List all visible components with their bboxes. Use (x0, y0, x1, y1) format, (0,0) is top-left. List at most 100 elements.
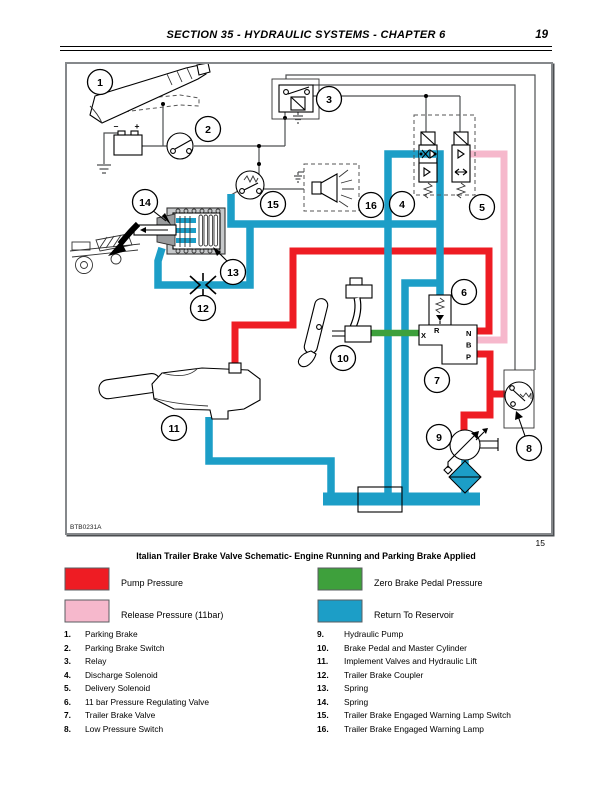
part-item: 15.Trailer Brake Engaged Warning Lamp Sw… (317, 710, 511, 720)
callout-12: 12 (189, 294, 217, 322)
svg-text:–: – (114, 121, 119, 131)
header-rule-top (60, 46, 552, 47)
reservoir (357, 486, 403, 513)
part-item: 5.Delivery Solenoid (64, 683, 151, 693)
legend-item-pump-pressure: Pump Pressure (64, 567, 183, 591)
legend-item-return-to-reservoir: Return To Reservoir (317, 599, 454, 623)
warning-lamp (303, 163, 360, 212)
svg-text:P: P (466, 353, 471, 362)
low-pressure-switch (503, 369, 535, 429)
electrical-wires (103, 74, 536, 370)
callout-11: 11 (160, 414, 188, 442)
page-number: 19 (535, 29, 548, 41)
callout-14: 14 (131, 188, 159, 216)
pump-pressure-lines (231, 247, 505, 431)
parts-list-left: 1.Parking Brake 2.Parking Brake Switch 3… (64, 629, 209, 737)
warning-lamp-switch (235, 170, 265, 200)
svg-text:7: 7 (434, 375, 440, 387)
part-item: 8.Low Pressure Switch (64, 723, 164, 734)
part-item: 11.Implement Valves and Hydraulic Lift (317, 656, 477, 666)
legend-swatch-red (64, 567, 110, 591)
callout-4: 4 (388, 190, 416, 218)
part-item: 7.Trailer Brake Valve (64, 710, 156, 720)
part-item: 10.Brake Pedal and Master Cylinder (317, 642, 467, 653)
svg-text:15: 15 (267, 199, 279, 211)
callout-16: 16 (357, 191, 385, 219)
legend-item-zero-brake-pedal-pressure: Zero Brake Pedal Pressure (317, 567, 483, 591)
svg-text:+: + (135, 121, 140, 131)
svg-text:B: B (466, 341, 472, 350)
implement-valves-lift (98, 362, 261, 420)
part-item: 6.11 bar Pressure Regulating Valve (64, 696, 209, 707)
svg-text:R: R (434, 326, 440, 335)
legend-label: Pump Pressure (121, 578, 184, 588)
figure-caption: Italian Trailer Brake Valve Schematic- E… (136, 551, 476, 561)
brake-pedal-master-cylinder (297, 277, 373, 368)
svg-text:2: 2 (205, 124, 211, 136)
part-item: 12.Trailer Brake Coupler (317, 669, 424, 680)
legend-swatch-pink (64, 599, 110, 623)
callout-15: 15 (259, 190, 287, 218)
svg-text:N: N (466, 329, 471, 338)
schematic-figure-frame: – + (65, 62, 553, 535)
svg-text:X: X (421, 331, 426, 340)
legend-label: Zero Brake Pedal Pressure (374, 578, 483, 588)
hydraulic-pump (443, 428, 499, 475)
part-item: 14.Spring (317, 696, 369, 707)
svg-text:8: 8 (526, 443, 532, 455)
svg-text:11: 11 (168, 423, 179, 435)
legend-label: Release Pressure (11bar) (121, 610, 224, 620)
relay (271, 78, 320, 120)
ground-symbols (97, 111, 303, 183)
filter-symbol (448, 460, 482, 494)
pressure-regulating-valve (428, 294, 452, 326)
parking-brake-lever (89, 64, 211, 124)
callout-7: 7 (423, 366, 451, 394)
svg-text:9: 9 (436, 432, 442, 444)
figure-number: 15 (535, 538, 545, 548)
svg-text:13: 13 (227, 267, 239, 279)
callout-arrows (151, 209, 526, 437)
parts-list-right: 9.Hydraulic Pump 10.Brake Pedal and Mast… (317, 629, 511, 737)
callout-6: 6 (450, 278, 478, 306)
svg-text:4: 4 (399, 199, 405, 211)
page-header-title: SECTION 35 - HYDRAULIC SYSTEMS - CHAPTER… (166, 29, 446, 41)
svg-text:12: 12 (197, 303, 209, 315)
hydraulic-schematic: – + (69, 64, 543, 513)
header-rule-bottom (60, 49, 552, 51)
svg-text:16: 16 (365, 200, 377, 212)
parking-brake-switch (166, 132, 194, 160)
legend-swatch-green (317, 567, 363, 591)
callout-2: 2 (194, 115, 222, 143)
part-item: 4.Discharge Solenoid (64, 669, 158, 680)
part-item: 9.Hydraulic Pump (317, 629, 404, 639)
callout-8: 8 (515, 434, 543, 462)
svg-text:3: 3 (326, 94, 332, 106)
part-item: 2.Parking Brake Switch (64, 642, 165, 653)
legend-swatch-teal (317, 599, 363, 623)
legend-item-release-pressure: Release Pressure (11bar) (64, 599, 223, 623)
callout-10: 10 (329, 344, 357, 372)
trailer-brake-valve: X R N B P (418, 324, 478, 365)
part-item: 16.Trailer Brake Engaged Warning Lamp (317, 723, 484, 734)
svg-text:6: 6 (461, 287, 467, 299)
battery: – + (113, 121, 143, 156)
part-item: 1.Parking Brake (64, 629, 138, 639)
legend-label: Return To Reservoir (374, 610, 454, 620)
callout-5: 5 (468, 193, 496, 221)
brake-valve-block (133, 207, 226, 255)
trailer-sketch (69, 221, 141, 274)
figure-code: BTB0231A (70, 524, 102, 531)
svg-text:10: 10 (337, 353, 349, 365)
callout-1: 1 (86, 68, 114, 96)
callout-9: 9 (425, 423, 453, 451)
svg-text:14: 14 (139, 197, 151, 209)
callout-3: 3 (315, 85, 343, 113)
svg-text:5: 5 (479, 202, 485, 214)
release-pressure-line (468, 150, 508, 344)
svg-text:1: 1 (97, 77, 103, 89)
part-item: 13.Spring (317, 683, 369, 693)
solenoid-valves (413, 114, 476, 199)
callout-13: 13 (219, 258, 247, 286)
